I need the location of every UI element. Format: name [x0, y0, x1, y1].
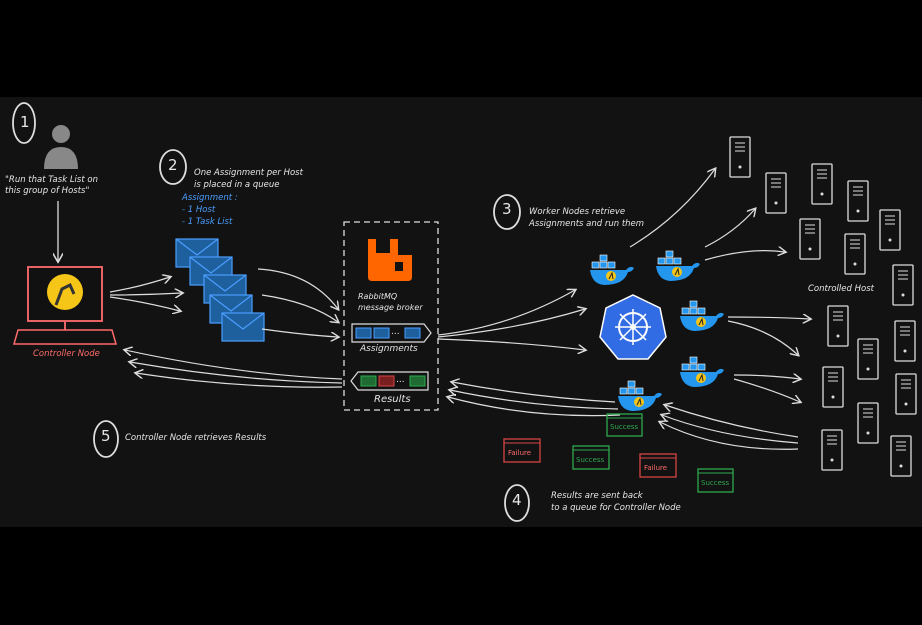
results-queue-label: Results — [374, 394, 411, 405]
user-icon — [44, 125, 78, 169]
server-icon — [822, 366, 844, 408]
assignments-queue — [351, 323, 432, 343]
server-icon — [827, 305, 849, 347]
results-queue — [350, 371, 429, 391]
step-number-3: 3 — [502, 200, 512, 218]
result-label: Failure — [508, 449, 532, 457]
controlled-host-label: Controlled Host — [808, 284, 874, 294]
step-1-quote: "Run that Task List on this group of Hos… — [5, 175, 98, 196]
assignment-title: Assignment : — [182, 193, 238, 203]
server-icon — [890, 435, 912, 477]
server-icon — [894, 320, 916, 362]
step-number-5: 5 — [101, 427, 111, 445]
step-circle-5 — [93, 420, 119, 458]
result-window-success — [572, 445, 610, 470]
server-icon — [895, 373, 917, 415]
result-window-success — [697, 468, 734, 493]
results-queue-dots: ... — [396, 375, 405, 385]
server-icon — [799, 218, 821, 260]
envelope-icon — [221, 312, 265, 342]
rabbitmq-icon — [368, 239, 412, 281]
step-circle-1 — [12, 102, 36, 144]
result-label: Failure — [644, 464, 668, 472]
server-icon — [892, 264, 914, 306]
server-icon — [844, 233, 866, 275]
assignment-item-tasklist: - 1 Task List — [182, 217, 233, 227]
step-number-2: 2 — [168, 156, 178, 174]
result-label: Success — [576, 456, 605, 464]
step-number-1: 1 — [20, 113, 30, 131]
step-3-text: Worker Nodes retrieve Assignments and ru… — [529, 207, 645, 229]
server-icon — [879, 209, 901, 251]
server-icon — [765, 172, 787, 214]
docker-whale-icon — [589, 254, 635, 286]
assignments-queue-label: Assignments — [360, 344, 418, 354]
step-2-text: One Assignment per Host is placed in a q… — [194, 168, 303, 190]
server-icon — [847, 180, 869, 222]
result-window-success — [606, 413, 643, 437]
step-5-text: Controller Node retrieves Results — [125, 433, 267, 443]
result-window-failure — [503, 438, 541, 463]
server-icon — [857, 402, 879, 444]
broker-box — [343, 221, 439, 411]
result-label: Success — [701, 479, 730, 487]
step-number-4: 4 — [512, 491, 522, 509]
step-circle-2 — [159, 149, 187, 185]
server-icon — [857, 338, 879, 380]
assignments-queue-dots: ... — [391, 327, 400, 337]
server-icon — [821, 429, 843, 471]
result-window-failure — [639, 453, 677, 478]
docker-whale-icon — [617, 380, 663, 412]
controller-monitor-icon — [13, 266, 117, 345]
docker-whale-icon — [655, 250, 701, 282]
server-icon — [811, 163, 833, 205]
step-4-text: Results are sent back to a queue for Con… — [551, 491, 681, 513]
kubernetes-icon — [599, 294, 667, 360]
server-icon — [729, 136, 751, 178]
broker-title: RabbitMQ message broker — [358, 292, 423, 312]
assignment-item-host: - 1 Host — [182, 205, 216, 215]
docker-whale-icon — [679, 300, 725, 332]
result-label: Success — [610, 423, 639, 431]
diagram-graphics — [12, 102, 917, 522]
docker-whale-icon — [679, 356, 725, 388]
step-circle-3 — [493, 194, 521, 230]
controller-node-label: Controller Node — [33, 349, 100, 359]
diagram-canvas: 1 "Run that Task List on this group of H… — [0, 97, 922, 527]
step-circle-4 — [504, 484, 530, 522]
